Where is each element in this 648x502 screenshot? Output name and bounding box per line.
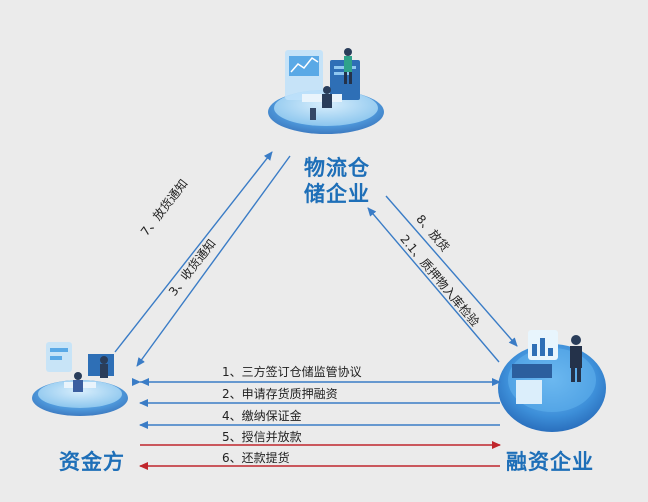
flow-label-2: 2、申请存货质押融资 — [222, 387, 338, 401]
flow-label-6: 6、还款提货 — [222, 451, 290, 465]
financing-illustration — [498, 330, 606, 432]
arrow-right-lower — [367, 207, 500, 363]
logistics-label: 物流仓 储企业 — [292, 155, 382, 207]
funder-illustration — [32, 342, 128, 416]
arrow-right-upper — [385, 195, 518, 347]
logistics-illustration — [268, 48, 384, 134]
flow-label-4: 4、缴纳保证金 — [222, 409, 302, 423]
flow-label-1: 1、三方签订仓储监管协议 — [222, 365, 362, 379]
logistics-label-line1: 物流仓 — [304, 156, 370, 180]
funder-label: 资金方 — [59, 450, 125, 474]
arrow-left-upper — [114, 151, 273, 353]
flow-arrow-1-start-head — [140, 378, 149, 386]
financing-label: 融资企业 — [506, 450, 594, 474]
arrow-left-lower — [136, 155, 291, 367]
flow-label-5: 5、授信并放款 — [222, 430, 302, 444]
logistics-label-line2: 储企业 — [304, 182, 370, 206]
